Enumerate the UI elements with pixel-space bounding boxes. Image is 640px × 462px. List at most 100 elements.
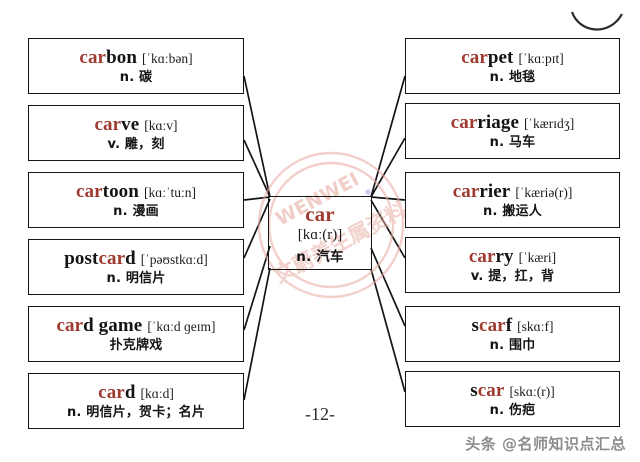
line-left-4 — [243, 198, 271, 259]
word-suffix: d — [124, 381, 136, 403]
phonetic: [skɑːf] — [517, 318, 554, 334]
word-suffix: ve — [121, 113, 140, 135]
page-number: -12- — [305, 404, 335, 424]
word-text: scarf — [472, 315, 513, 336]
phonetic: [ˈkæri] — [518, 249, 557, 265]
word-prefix: car — [305, 201, 335, 226]
word-line: card game[ˈkɑːd ɡeɪm] — [56, 315, 215, 336]
word-line: cartoon[kɑːˈtuːn] — [76, 181, 196, 202]
word-suffix: pet — [487, 46, 514, 68]
word-text: carrier — [453, 181, 511, 202]
meaning: n. 漫画 — [113, 203, 159, 219]
meaning: n. 明信片，贺卡；名片 — [66, 404, 206, 420]
line-right-2 — [370, 137, 406, 198]
meaning: 扑克牌戏 — [109, 337, 163, 353]
phonetic: [ˈkɑːd ɡeɪm] — [147, 318, 216, 334]
word-prefix: car — [79, 46, 107, 68]
word-line: card[kɑːd] — [98, 382, 174, 403]
word-suffix: riage — [477, 111, 520, 133]
word-text: scar — [470, 380, 504, 401]
meaning: v. 雕，刻 — [107, 136, 165, 152]
word-box-card-game[interactable]: card game[ˈkɑːd ɡeɪm] 扑克牌戏 — [28, 306, 244, 362]
word-suffix: toon — [102, 180, 139, 202]
line-left-2 — [243, 139, 271, 198]
word-line: carry[ˈkæri] — [469, 246, 556, 267]
word-text: carbon — [79, 47, 137, 68]
meaning: n. 搬运人 — [483, 203, 542, 219]
word-prefix: car — [479, 314, 506, 336]
word-suffix: bon — [106, 46, 138, 68]
word-box-carriage[interactable]: carriage [ˈkærɪdʒ] n. 马车 — [405, 103, 620, 159]
meaning: n. 围巾 — [489, 337, 536, 353]
word-prefix: car — [477, 379, 505, 401]
page-curl-artifact — [570, 11, 623, 31]
word-prefix: car — [75, 180, 103, 202]
word-suffix: d — [125, 247, 136, 269]
word-prefix-pre: s — [471, 314, 480, 336]
word-text: card — [98, 382, 135, 403]
word-text: carpet — [461, 47, 513, 68]
word-prefix: car — [468, 245, 496, 267]
word-prefix-pre: post — [64, 247, 99, 269]
word-box-carve[interactable]: carve[kɑːv] v. 雕，刻 — [28, 105, 244, 161]
word-line: postcard[ˈpəʊstkɑːd] — [64, 248, 208, 269]
word-suffix: f — [505, 314, 513, 336]
word-suffix: rier — [479, 180, 511, 202]
word-line: carbon[ˈkɑːbən] — [79, 47, 192, 68]
line-right-1 — [370, 75, 406, 198]
meaning: n. 地毯 — [489, 69, 536, 85]
word-line: carve[kɑːv] — [94, 114, 177, 135]
phonetic: [kɑːˈtuːn] — [143, 184, 197, 200]
phonetic: [ˈkɑːpɪt] — [518, 50, 564, 66]
phonetic: [ˈkærɪdʒ] — [524, 115, 575, 131]
center-node-car[interactable]: car [kɑː(r)] n. 汽车 — [268, 196, 372, 270]
phonetic: [kɑːd] — [140, 385, 174, 401]
word-text: postcard — [64, 248, 136, 269]
meaning: v. 提，扛，背 — [470, 268, 555, 284]
word-box-carry[interactable]: carry[ˈkæri] v. 提，扛，背 — [405, 237, 620, 293]
phonetic: [kɑːv] — [144, 117, 178, 133]
word-line: carriage [ˈkærɪdʒ] — [451, 112, 575, 133]
line-right-3 — [370, 196, 406, 201]
word-line: car — [305, 202, 334, 227]
word-text: card game — [56, 315, 142, 336]
word-box-scarf[interactable]: scarf[skɑːf] n. 围巾 — [405, 306, 620, 362]
line-right-4 — [370, 199, 406, 259]
phonetic: [skɑː(r)] — [509, 383, 555, 399]
meaning: n. 碳 — [119, 69, 153, 85]
word-prefix: car — [461, 46, 488, 68]
phonetic: [kɑː(r)] — [297, 226, 343, 243]
word-text: carriage — [451, 112, 519, 133]
word-prefix: car — [56, 314, 84, 336]
word-box-scar[interactable]: scar[skɑː(r)] n. 伤疤 — [405, 371, 620, 427]
word-line: carrier[ˈkæriə(r)] — [453, 181, 573, 202]
line-left-3 — [243, 196, 271, 201]
word-line: carpet[ˈkɑːpɪt] — [461, 47, 564, 68]
word-text: car — [305, 202, 334, 226]
word-box-carbon[interactable]: carbon[ˈkɑːbən] n. 碳 — [28, 38, 244, 94]
word-box-cartoon[interactable]: cartoon[kɑːˈtuːn] n. 漫画 — [28, 172, 244, 228]
word-box-postcard[interactable]: postcard[ˈpəʊstkɑːd] n. 明信片 — [28, 239, 244, 295]
word-text: carry — [469, 246, 514, 267]
word-text: cartoon — [76, 181, 139, 202]
word-box-card[interactable]: card[kɑːd] n. 明信片，贺卡；名片 — [28, 373, 244, 429]
word-suffix: ry — [495, 245, 514, 267]
phonetic: [ˈpəʊstkɑːd] — [140, 251, 208, 267]
word-prefix: car — [94, 113, 122, 135]
word-prefix: car — [452, 180, 480, 202]
word-line: scarf[skɑːf] — [472, 315, 554, 336]
word-prefix-pre: s — [470, 379, 478, 401]
word-text: carve — [94, 114, 139, 135]
word-suffix: d game — [83, 314, 143, 336]
word-box-carrier[interactable]: carrier[ˈkæriə(r)] n. 搬运人 — [405, 172, 620, 228]
meaning: n. 明信片 — [106, 270, 166, 286]
word-box-carpet[interactable]: carpet[ˈkɑːpɪt] n. 地毯 — [405, 38, 620, 94]
word-prefix: car — [98, 381, 125, 403]
meaning: n. 汽车 — [296, 248, 344, 265]
word-prefix: car — [98, 247, 126, 269]
meaning: n. 马车 — [489, 134, 536, 150]
site-watermark: 头条 @名师知识点汇总 — [465, 435, 626, 453]
word-line: scar[skɑː(r)] — [470, 380, 554, 401]
phonetic: [ˈkɑːbən] — [142, 50, 193, 66]
